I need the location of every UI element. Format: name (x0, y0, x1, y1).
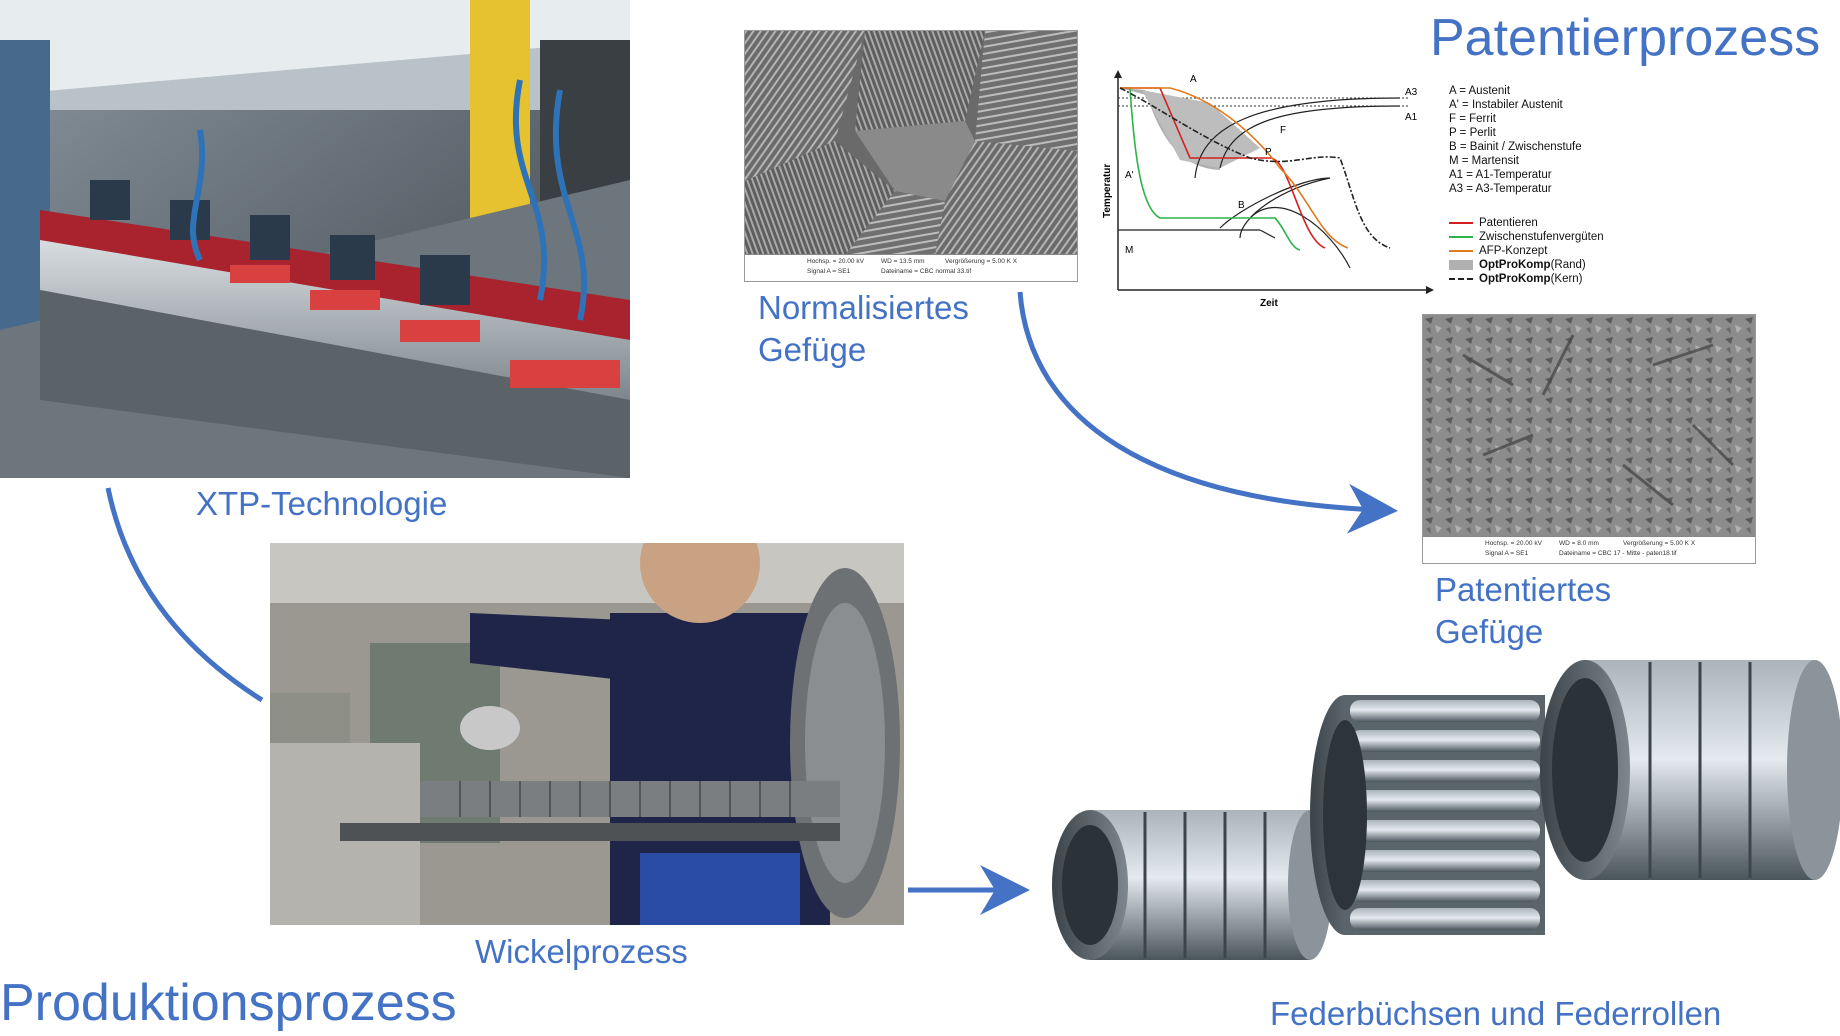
sem-image-normalisiert: Hochsp. = 20.00 kV WD = 13.5 mm Vergröße… (744, 30, 1078, 282)
caption-patentiert: Patentiertes Gefüge (1435, 571, 1612, 650)
definition-item: A = Austenit (1449, 85, 1511, 97)
title-patentierprozess: Patentierprozess (1430, 9, 1821, 67)
sem-image-patentiert: Hochsp. = 20.00 kV WD = 8.0 mm Vergrößer… (1422, 314, 1756, 564)
label-a: A (1190, 74, 1197, 85)
arrow-normal-to-patent (1017, 291, 1398, 534)
label-m: M (1125, 245, 1133, 256)
ttt-diagram: A A' F P B M A3 A1 Temperatur Zeit (1102, 70, 1434, 308)
legend-item: Patentieren (1449, 216, 1604, 230)
legend-item: OptProKomp (Kern) (1449, 272, 1604, 286)
caption-federbuechsen: Federbüchsen und Federrollen (1270, 995, 1722, 1032)
definition-item: A1 = A1-Temperatur (1449, 169, 1552, 181)
diagram-legend: Patentieren Zwischenstufenvergüten AFP-K… (1449, 216, 1604, 286)
y-axis-label: Temperatur (1102, 164, 1113, 218)
label-b: B (1238, 200, 1245, 211)
federbuechsen-product-image (1052, 660, 1840, 960)
legend-item: Zwischenstufenvergüten (1449, 230, 1604, 244)
caption-normalisiert: Normalisiertes Gefüge (758, 289, 969, 368)
caption-xtp: XTP-Technologie (196, 485, 448, 522)
arrow-xtp-to-wickel (105, 487, 264, 703)
legend-swatch (1449, 260, 1473, 270)
title-produktionsprozess: Produktionsprozess (0, 974, 457, 1032)
legend-item: AFP-Konzept (1449, 244, 1604, 258)
label-p: P (1265, 147, 1272, 158)
label-a-prime: A' (1125, 170, 1134, 181)
definition-item: B = Bainit / Zwischenstufe (1449, 141, 1582, 153)
diagram-definitions: A = Austenit A' = Instabiler Austenit F … (1449, 84, 1582, 196)
wickel-process-photo (270, 543, 904, 925)
legend-swatch (1449, 278, 1473, 280)
x-axis-label: Zeit (1260, 298, 1278, 308)
sem-info-bar: Hochsp. = 20.00 kV WD = 13.5 mm Vergröße… (745, 254, 1077, 281)
legend-swatch (1449, 222, 1473, 224)
definition-item: M = Martensit (1449, 155, 1519, 167)
definition-item: A3 = A3-Temperatur (1449, 183, 1552, 195)
definition-item: F = Ferrit (1449, 113, 1496, 125)
label-f: F (1280, 125, 1286, 136)
legend-swatch (1449, 250, 1473, 252)
label-a3: A3 (1405, 87, 1418, 98)
label-a1: A1 (1405, 112, 1418, 123)
definition-item: A' = Instabiler Austenit (1449, 99, 1563, 111)
xtp-machine-photo (0, 0, 630, 478)
definition-item: P = Perlit (1449, 127, 1496, 139)
caption-wickel: Wickelprozess (475, 933, 688, 970)
sem-info-bar: Hochsp. = 20.00 kV WD = 8.0 mm Vergrößer… (1423, 536, 1755, 563)
legend-swatch (1449, 236, 1473, 238)
legend-item: OptProKomp (Rand) (1449, 258, 1604, 272)
